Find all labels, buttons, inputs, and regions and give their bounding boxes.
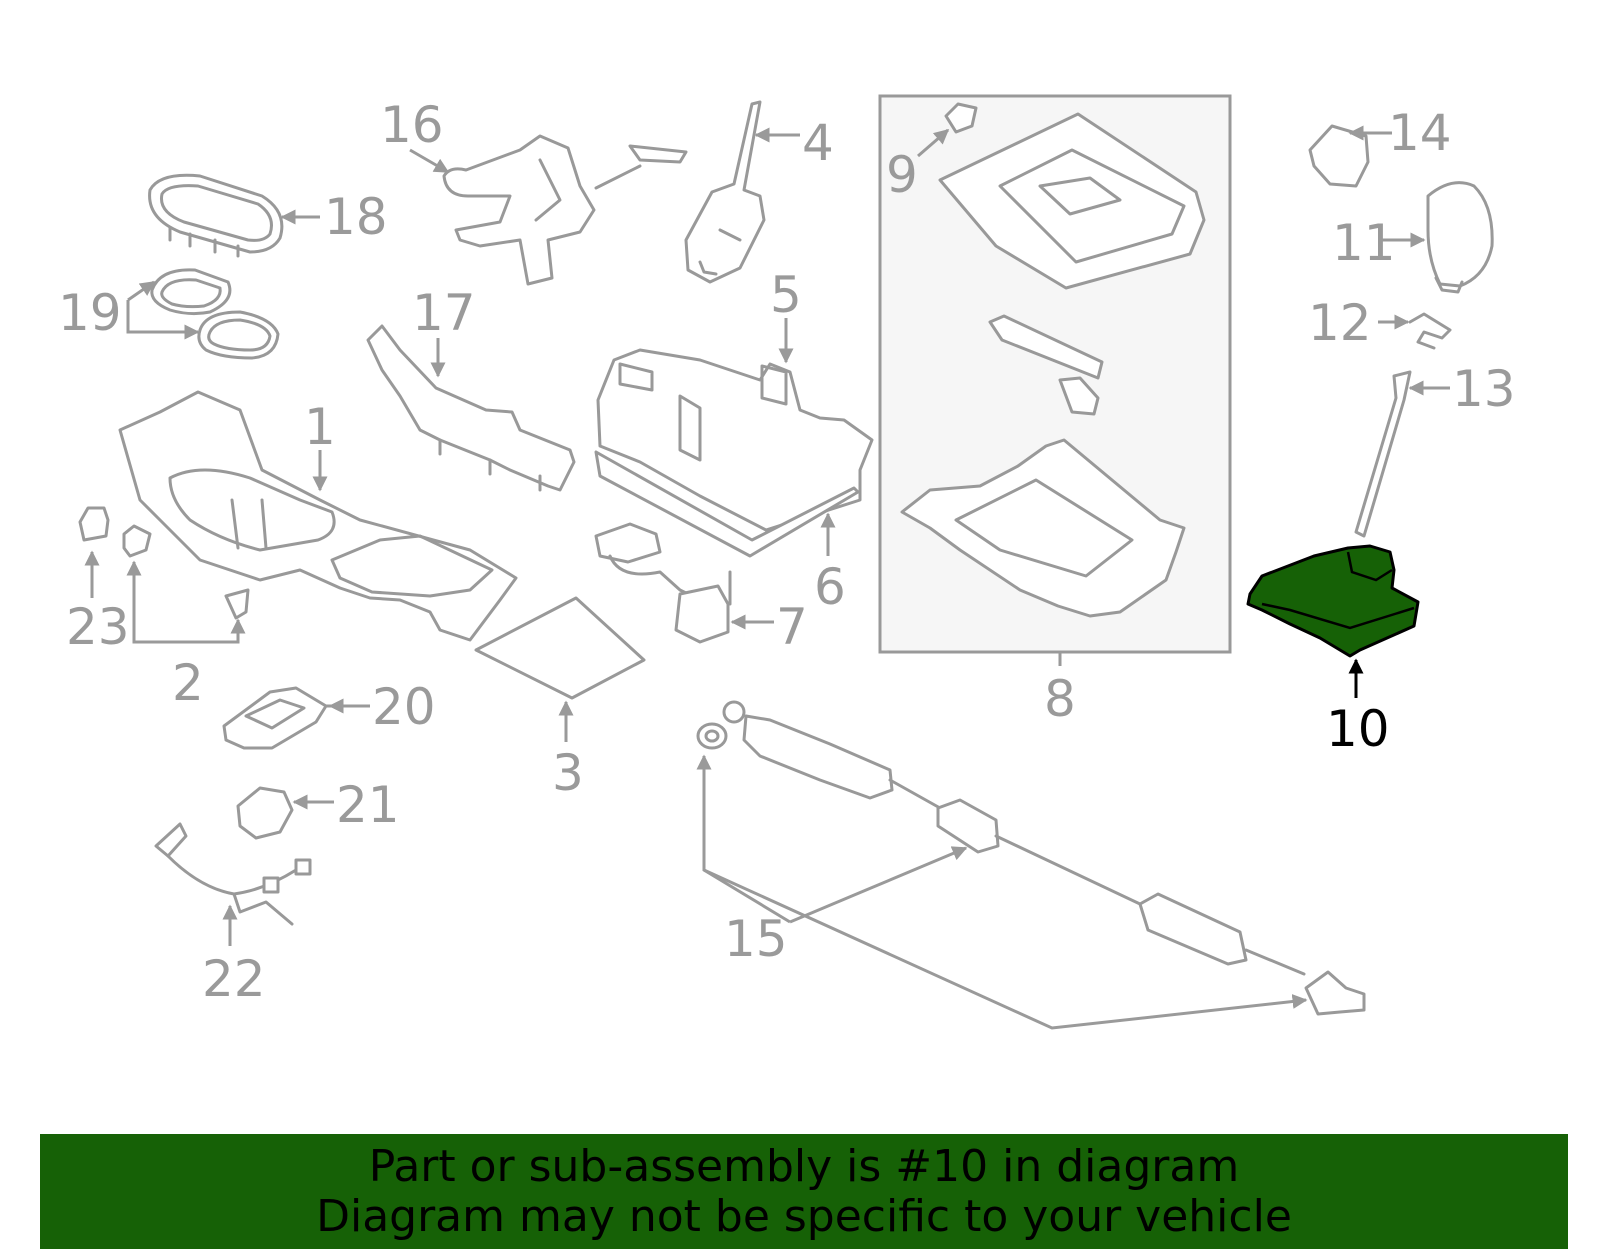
label-20: 20 — [372, 678, 436, 736]
part-10-highlighted[interactable] — [1246, 544, 1420, 658]
label-2: 2 — [172, 654, 204, 712]
label-9: 9 — [886, 146, 918, 204]
banner-line-1: Part or sub-assembly is #10 in diagram — [368, 1140, 1240, 1192]
label-21: 21 — [336, 776, 400, 834]
label-17: 17 — [412, 284, 476, 342]
leader-lines — [84, 125, 1450, 1030]
label-1: 1 — [304, 398, 336, 456]
label-7: 7 — [776, 598, 808, 656]
label-3: 3 — [552, 744, 584, 802]
part-12-clip — [1408, 312, 1452, 350]
part-17-trim — [366, 324, 576, 492]
label-13: 13 — [1452, 360, 1516, 418]
part-7-solenoid — [594, 522, 732, 644]
label-15: 15 — [724, 910, 788, 968]
label-22: 22 — [202, 950, 266, 1008]
label-5: 5 — [770, 266, 802, 324]
part-16-bracket — [442, 134, 688, 286]
part-1-console — [118, 390, 518, 642]
part-9-clip — [944, 102, 978, 134]
label-4: 4 — [802, 114, 834, 172]
info-banner: Part or sub-assembly is #10 in diagram D… — [40, 1134, 1568, 1249]
part-14-cap — [1308, 124, 1370, 188]
label-18: 18 — [324, 188, 388, 246]
part-15-cable — [696, 700, 1366, 1016]
part-3-pad — [474, 596, 646, 700]
part-22-harness — [154, 822, 312, 926]
part-2-clips — [122, 524, 250, 620]
label-6: 6 — [814, 558, 846, 616]
part-20-module — [222, 686, 328, 750]
part-18-bezel — [148, 173, 284, 258]
part-23-clip — [78, 506, 110, 542]
part-8-kit-box — [878, 94, 1232, 654]
part-6-gasket — [594, 450, 860, 558]
banner-line-2: Diagram may not be specific to your vehi… — [316, 1190, 1292, 1242]
part-13-rod — [1354, 370, 1412, 538]
label-10-highlighted: 10 — [1326, 700, 1390, 758]
part-19-seals — [150, 268, 280, 360]
part-5-shifter-base — [596, 348, 874, 532]
part-21-sensor — [236, 786, 294, 840]
label-23: 23 — [66, 598, 130, 656]
callout-labels: 16 4 18 19 17 1 5 6 7 3 9 8 14 11 12 13 … — [58, 96, 1516, 1008]
label-12: 12 — [1308, 294, 1372, 352]
part-4-shift-lever — [684, 100, 766, 284]
label-8: 8 — [1044, 670, 1076, 728]
label-19: 19 — [58, 284, 122, 342]
label-14: 14 — [1388, 104, 1452, 162]
label-11: 11 — [1332, 214, 1396, 272]
label-16: 16 — [380, 96, 444, 154]
part-11-knob — [1426, 181, 1494, 294]
